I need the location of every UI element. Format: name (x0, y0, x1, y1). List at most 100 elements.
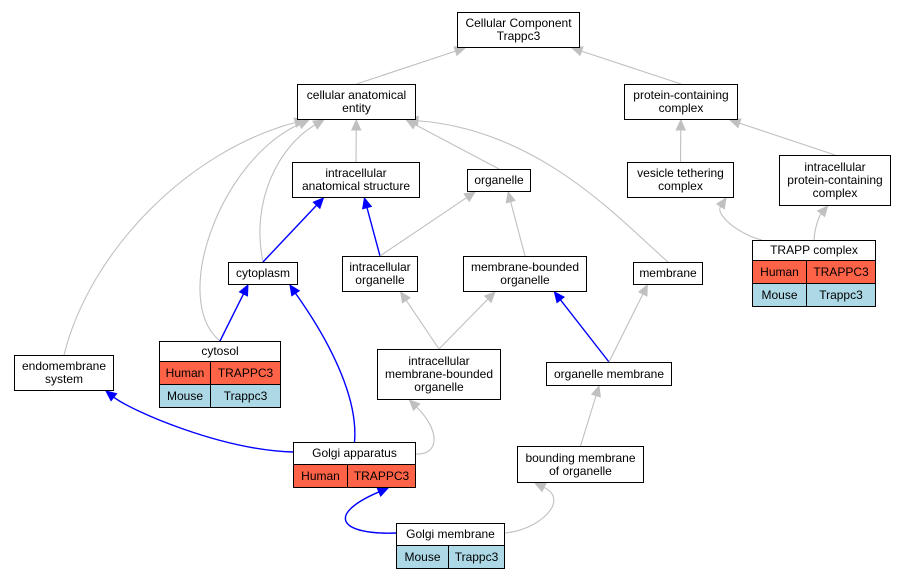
arrowhead-bmo-to-om (590, 384, 601, 398)
node-cellular-component[interactable]: Cellular Component Trappc3 (457, 12, 580, 48)
species-cell: Mouse (753, 284, 806, 306)
edge-om-to-mbo (559, 299, 610, 363)
edge-cytoplasm-to-cae (259, 124, 316, 263)
gene-cell[interactable]: TRAPPC3 (211, 362, 280, 384)
edge-trapp-to-vtc (719, 206, 763, 241)
node-cellular-anatomical-entity[interactable]: cellular anatomical entity (297, 84, 416, 120)
node-label: cytoplasm (235, 266, 291, 280)
arrowhead-imbo-to-mbo (483, 291, 496, 304)
node-label: bounding membrane of organelle (525, 450, 636, 478)
edge-bmo-to-om (579, 395, 597, 447)
gene-cell[interactable]: Trappc3 (449, 546, 504, 568)
edge-organelle-to-cae (414, 124, 500, 170)
edge-trapp-to-ipcc (813, 213, 822, 241)
node-label: vesicle tethering complex (637, 166, 724, 193)
species-cell: Mouse (397, 546, 448, 568)
edge-membrane-to-cae (417, 120, 669, 263)
arrowhead-cytosol-to-cytoplasm (238, 283, 249, 297)
node-golgi-apparatus[interactable]: Golgi apparatus Human TRAPPC3 (293, 442, 416, 488)
species-cell: Human (753, 261, 806, 283)
edge-ipcc-to-pcc (739, 122, 836, 156)
arrowhead-om-to-mbo (553, 291, 566, 304)
node-label: organelle (474, 173, 524, 187)
node-intracellular-protein-containing-complex[interactable]: intracellular protein-containing complex (779, 155, 891, 206)
node-label: cellular anatomical entity (306, 88, 407, 115)
arrowhead-mbo-to-organelle (505, 190, 516, 204)
node-label: intracellular anatomical structure (301, 166, 411, 193)
node-label: Golgi membrane (397, 524, 504, 545)
arrowhead-golgi-to-cytoplasm (289, 283, 301, 297)
arrowhead-io-to-organelle (463, 191, 477, 203)
node-intracellular-membrane-bounded-organelle[interactable]: intracellular membrane-bounded organelle (377, 349, 501, 400)
node-protein-containing-complex[interactable]: protein-containing complex (624, 84, 738, 120)
edge-endomembrane-to-cae (63, 121, 296, 356)
arrowhead-imbo-to-io (399, 290, 411, 304)
edge-cytosol-to-cytoplasm (219, 293, 245, 342)
node-cytoplasm[interactable]: cytoplasm (228, 262, 298, 285)
arrowhead-cae-to-root (453, 46, 467, 57)
node-label: intracellular protein-containing complex (787, 160, 883, 200)
node-endomembrane-system[interactable]: endomembrane system (14, 355, 114, 391)
arrowhead-ipcc-to-pcc (728, 118, 742, 129)
edge-golgi-to-endomembrane (113, 396, 294, 453)
annotation-row-human: Human TRAPPC3 (160, 362, 280, 384)
node-trapp-complex[interactable]: TRAPP complex Human TRAPPC3 Mouse Trappc… (752, 240, 876, 307)
node-intracellular-organelle[interactable]: intracellular organelle (342, 256, 418, 292)
edge-imbo-to-io (405, 299, 440, 350)
node-label: TRAPP complex (753, 241, 875, 260)
arrowhead-golgi-to-imbo (408, 399, 421, 412)
edge-cytoplasm-to-ias (262, 204, 318, 263)
edge-io-to-organelle (379, 197, 468, 257)
species-cell: Human (294, 465, 347, 487)
node-label: cytosol (160, 342, 280, 361)
gene-cell[interactable]: TRAPPC3 (348, 465, 415, 487)
arrowhead-om-to-membrane (637, 283, 648, 297)
node-label: Golgi apparatus (294, 443, 415, 464)
arrowhead-vtc-to-pcc (675, 118, 687, 131)
edge-cae-to-root (356, 50, 456, 85)
arrowhead-cytoplasm-to-ias (312, 197, 325, 210)
edge-imbo-to-mbo (438, 298, 489, 350)
node-organelle[interactable]: organelle (467, 169, 531, 192)
species-cell: Mouse (160, 385, 210, 407)
node-label: intracellular membrane-bounded organelle (384, 354, 494, 394)
edge-cytosol-to-cae (199, 123, 300, 342)
arrowhead-trapp-to-vtc (715, 196, 727, 210)
edge-gm-to-golgi (344, 491, 397, 534)
node-membrane-bounded-organelle[interactable]: membrane-bounded organelle (463, 256, 587, 292)
edge-golgi-to-cytoplasm (294, 292, 356, 443)
arrowhead-gm-to-golgi (376, 487, 390, 497)
gene-cell[interactable]: Trappc3 (211, 385, 280, 407)
arrowhead-pcc-to-root (570, 46, 584, 57)
gene-cell[interactable]: Trappc3 (807, 284, 875, 306)
edge-mbo-to-organelle (510, 201, 526, 257)
node-membrane[interactable]: membrane (633, 262, 703, 285)
edge-gm-to-bmo (504, 486, 555, 534)
arrowhead-trapp-to-ipcc (816, 205, 829, 218)
annotation-row-human: Human TRAPPC3 (753, 261, 875, 283)
edge-io-to-ias (366, 207, 381, 257)
node-golgi-membrane[interactable]: Golgi membrane Mouse Trappc3 (396, 523, 505, 569)
node-label: endomembrane system (21, 359, 107, 386)
node-intracellular-anatomical-structure[interactable]: intracellular anatomical structure (292, 162, 420, 198)
gene-cell[interactable]: TRAPPC3 (807, 261, 875, 283)
node-organelle-membrane[interactable]: organelle membrane (546, 362, 672, 386)
node-cytosol[interactable]: cytosol Human TRAPPC3 Mouse Trappc3 (159, 341, 281, 408)
arrowhead-ias-to-cae (350, 118, 362, 131)
annotation-row-mouse: Mouse Trappc3 (160, 385, 280, 407)
edge-pcc-to-root (581, 50, 682, 85)
node-bounding-membrane-of-organelle[interactable]: bounding membrane of organelle (517, 446, 644, 483)
edge-om-to-membrane (608, 293, 644, 363)
node-label: intracellular organelle (349, 260, 411, 287)
node-vesicle-tethering-complex[interactable]: vesicle tethering complex (627, 162, 734, 198)
species-cell: Human (160, 362, 210, 384)
edge-golgi-to-imbo (415, 406, 435, 455)
annotation-row-mouse: Mouse Trappc3 (397, 546, 504, 568)
annotation-row-human: Human TRAPPC3 (294, 465, 415, 487)
arrowhead-io-to-ias (362, 196, 373, 210)
arrowhead-cytoplasm-to-cae (312, 119, 325, 130)
arrowhead-golgi-to-endomembrane (105, 390, 118, 402)
arrowhead-gm-to-bmo (533, 482, 547, 493)
node-label: organelle membrane (553, 366, 665, 381)
